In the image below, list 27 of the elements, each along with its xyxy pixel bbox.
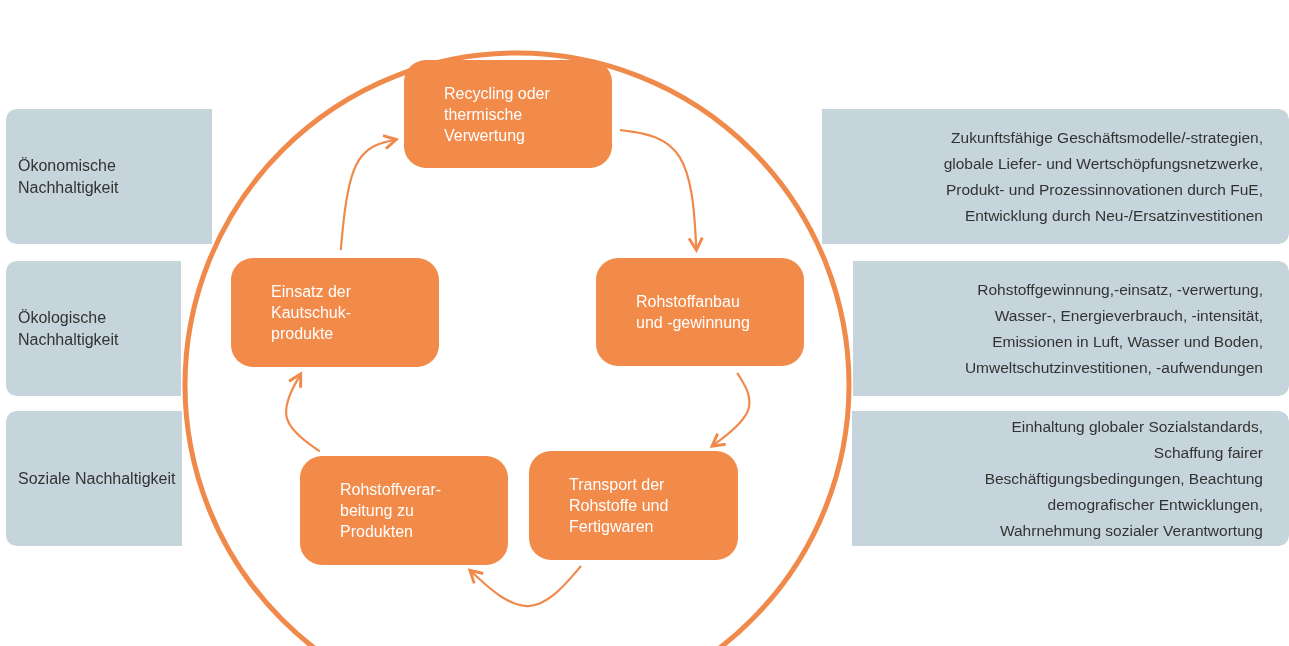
category-band <box>6 411 182 546</box>
process-label: Rohstoffanbau und -gewinnung <box>636 292 751 333</box>
indicator-list: Zukunftsfähige Geschäftsmodelle/-strategien, globale Liefer- und Wertschöpfungsnetzwerke, Produkt- und Prozessinnovationen durch FuE, Entwicklung durch Neu-/Ersatzinvestitionen <box>918 124 1263 229</box>
category-label: Ökonomische Nachhaltigkeit <box>18 155 120 198</box>
process-box <box>231 258 439 367</box>
process-label: Rohstoffverar-beitung zu Produkten <box>340 480 443 542</box>
cycle-arrow <box>468 565 582 608</box>
process-box <box>404 60 612 168</box>
cycle-arrow <box>619 128 704 252</box>
indicator-list: Einhaltung globaler Sozialstandards, Schaffung fairer Beschäftigungsbedingungen, Beachtung demografischer Entwicklungen, Wahrnehmung sozialer Verantwortung <box>963 413 1263 544</box>
indicator-band <box>853 261 1289 396</box>
cycle-arrow <box>710 372 751 448</box>
process-box <box>529 451 738 560</box>
indicator-band <box>852 411 1289 546</box>
category-label: Ökologische Nachhaltigkeit <box>18 307 120 350</box>
process-label: Transport der Rohstoffe und Fertigwaren <box>569 475 670 537</box>
indicator-band <box>822 109 1289 244</box>
indicator-list: Rohstoffgewinnung,-einsatz, -verwertung, Wasser-, Energieverbrauch, -intensität, Emissionen in Luft, Wasser und Boden, Umweltschutzinvestitionen, -aufwendungen <box>953 276 1263 381</box>
category-band <box>6 261 181 396</box>
process-box <box>300 456 508 565</box>
process-label: Recycling oder thermische Verwertung <box>444 83 551 146</box>
process-box <box>596 258 804 366</box>
category-label: Soziale Nachhaltigkeit <box>18 468 177 489</box>
cycle-arrow <box>339 134 398 251</box>
category-band <box>6 109 212 244</box>
process-label: Einsatz der Kautschuk-produkte <box>271 282 353 344</box>
cycle-arrow <box>285 372 321 453</box>
